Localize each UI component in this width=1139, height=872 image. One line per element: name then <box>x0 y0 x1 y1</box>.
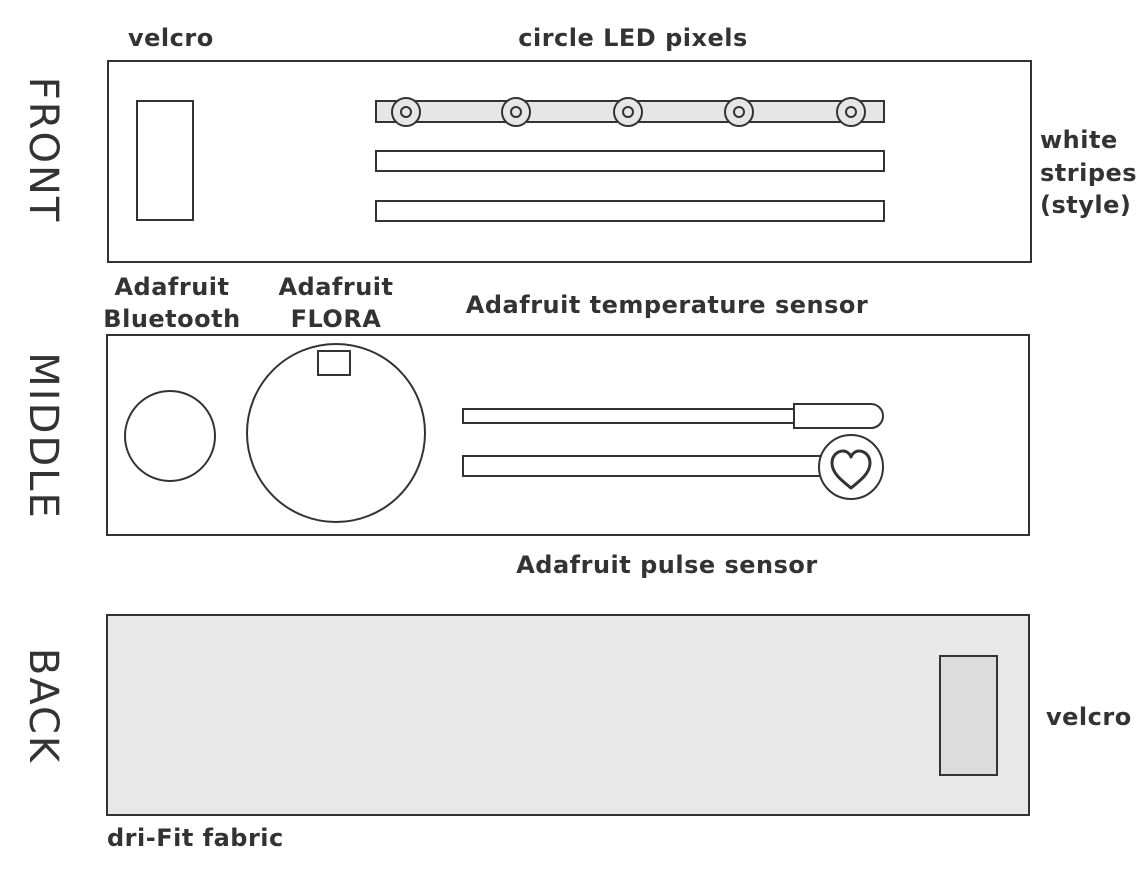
label-flora-line2: FLORA <box>291 305 382 333</box>
led-pixel <box>724 97 754 127</box>
label-flora-line1: Adafruit <box>278 273 393 301</box>
label-white-stripes-line2: stripes <box>1040 159 1137 187</box>
back-panel <box>106 614 1030 816</box>
label-front-velcro: velcro <box>128 24 214 52</box>
middle-panel <box>106 334 1030 536</box>
label-back-velcro: velcro <box>1046 703 1132 731</box>
label-white-stripes-line3: (style) <box>1040 191 1131 219</box>
led-pixel <box>501 97 531 127</box>
label-pulse-sensor: Adafruit pulse sensor <box>516 551 818 579</box>
side-label-back: BACK <box>20 648 66 764</box>
flora-board <box>246 343 426 523</box>
back-velcro-patch <box>939 655 998 776</box>
side-label-middle: MIDDLE <box>20 352 66 519</box>
label-fabric: dri-Fit fabric <box>107 824 284 852</box>
label-temperature-sensor: Adafruit temperature sensor <box>466 291 868 319</box>
heart-icon <box>830 449 872 490</box>
label-led-pixels: circle LED pixels <box>518 24 748 52</box>
label-white-stripes-line1: white <box>1040 126 1118 154</box>
front-velcro-patch <box>136 100 194 221</box>
flora-connector <box>317 350 351 376</box>
label-bluetooth-line1: Adafruit <box>114 273 229 301</box>
led-pixel <box>836 97 866 127</box>
side-label-front: FRONT <box>20 77 66 224</box>
bluetooth-module <box>124 390 216 482</box>
pulse-sensor <box>462 434 884 500</box>
white-stripe <box>375 200 885 222</box>
led-pixel <box>391 97 421 127</box>
led-pixel <box>613 97 643 127</box>
temperature-sensor <box>462 403 884 429</box>
label-bluetooth-line2: Bluetooth <box>103 305 240 333</box>
white-stripe <box>375 150 885 172</box>
